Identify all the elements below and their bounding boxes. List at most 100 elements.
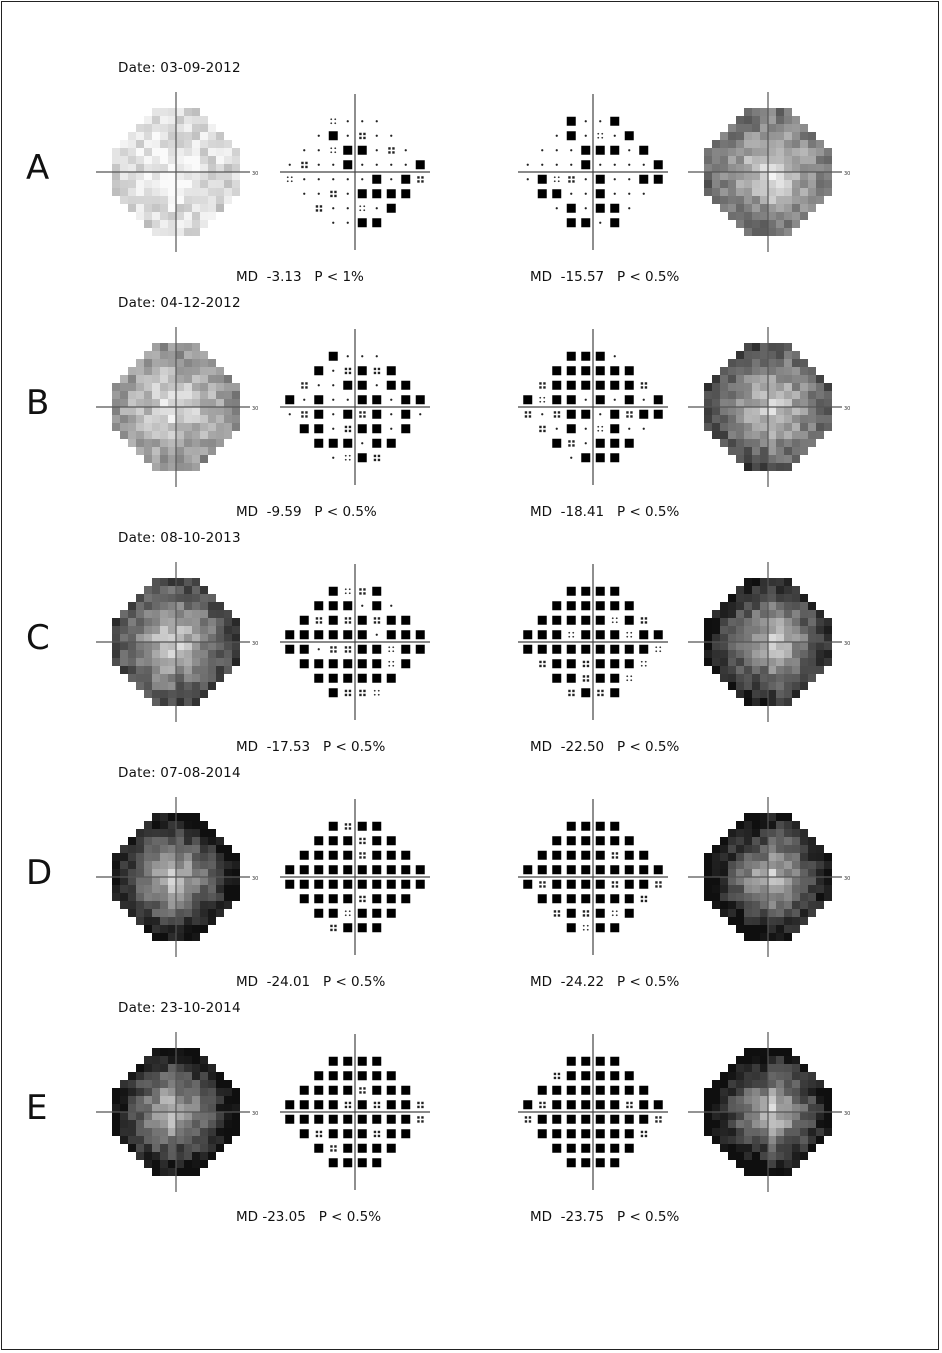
grayscale-cell [808, 893, 816, 901]
grayscale-cell [760, 610, 768, 618]
probability-square-symbol [595, 1056, 605, 1066]
grayscale-cell [136, 383, 144, 391]
grayscale-cell [760, 228, 768, 236]
grayscale-cell [768, 108, 776, 116]
grayscale-cell [784, 1072, 792, 1080]
grayscale-cell [768, 383, 776, 391]
grayscale-cell [728, 132, 736, 140]
grayscale-cell [712, 188, 720, 196]
grayscale-cell [744, 634, 752, 642]
probability-square-symbol [552, 1129, 562, 1139]
grayscale-cell [720, 399, 728, 407]
grayscale-cell [208, 674, 216, 682]
probability-square-symbol [624, 131, 634, 141]
probability-square-symbol [566, 203, 576, 213]
probability-dot-symbol [303, 149, 306, 152]
grayscale-cell [192, 885, 200, 893]
probability-square-symbol [624, 380, 634, 390]
probability-square-symbol [372, 879, 382, 889]
probability-square-symbol [610, 586, 620, 596]
grayscale-cell [736, 188, 744, 196]
probability-checker-symbol [344, 367, 352, 375]
grayscale-cell [712, 901, 720, 909]
probability-dots-symbol [388, 646, 395, 653]
probability-square-symbol [386, 1100, 396, 1110]
grayscale-cell [736, 132, 744, 140]
grayscale-cell [216, 1104, 224, 1112]
grayscale-cell [816, 140, 824, 148]
grayscale-cell [736, 626, 744, 634]
grayscale-cell [768, 666, 776, 674]
grayscale-cell [232, 853, 240, 861]
grayscale-cell [232, 164, 240, 172]
probability-square-symbol [314, 366, 324, 376]
grayscale-cell [712, 1096, 720, 1104]
grayscale-cell [216, 367, 224, 375]
grayscale-cell [184, 925, 192, 933]
grayscale-cell [224, 156, 232, 164]
grayscale-cell [160, 909, 168, 917]
probability-square-symbol [328, 1129, 338, 1139]
probability-square-symbol [372, 659, 382, 669]
grayscale-cell [816, 383, 824, 391]
grayscale-cell [776, 391, 784, 399]
probability-square-symbol [343, 1143, 353, 1153]
grayscale-cell [184, 1168, 192, 1176]
grayscale-cell [792, 586, 800, 594]
grayscale-cell [136, 829, 144, 837]
grayscale-cell [768, 1120, 776, 1128]
grayscale-cell [160, 821, 168, 829]
grayscale-cell [760, 658, 768, 666]
probability-checker-symbol [359, 132, 366, 140]
grayscale-cell [744, 909, 752, 917]
grayscale-cell [704, 407, 712, 415]
grayscale-cell [800, 196, 808, 204]
grayscale-cell [768, 455, 776, 463]
probability-square-symbol [595, 1100, 605, 1110]
grayscale-cell [768, 1152, 776, 1160]
grayscale-cell [752, 853, 760, 861]
probability-square-symbol [552, 879, 562, 889]
grayscale-cell [192, 1056, 200, 1064]
grayscale-cell [752, 431, 760, 439]
grayscale-cell [752, 1120, 760, 1128]
grayscale-cell [136, 124, 144, 132]
probability-dot-symbol [317, 384, 320, 387]
grayscale-cell [784, 1144, 792, 1152]
grayscale-cell [192, 439, 200, 447]
grayscale-cell [808, 634, 816, 642]
grayscale-cell [192, 228, 200, 236]
probability-square-symbol [357, 673, 367, 683]
probability-square-symbol [328, 630, 338, 640]
grayscale-cell [768, 877, 776, 885]
grayscale-cell [800, 391, 808, 399]
grayscale-cell [160, 1064, 168, 1072]
grayscale-cell [176, 845, 184, 853]
grayscale-cell [192, 893, 200, 901]
grayscale-cell [752, 586, 760, 594]
grayscale-cell [120, 156, 128, 164]
grayscale-cell [752, 909, 760, 917]
grayscale-cell [800, 1112, 808, 1120]
probability-dot-symbol [390, 413, 393, 416]
probability-dot-symbol [346, 207, 349, 210]
grayscale-cell [776, 212, 784, 220]
grayscale-cell [792, 423, 800, 431]
grayscale-cell [800, 869, 808, 877]
grayscale-cell [144, 1072, 152, 1080]
probability-dot-symbol [526, 163, 529, 166]
grayscale-cell [152, 140, 160, 148]
probability-square-symbol [372, 189, 382, 199]
grayscale-cell [760, 578, 768, 586]
grayscale-cell [168, 1072, 176, 1080]
grayscale-cell [152, 626, 160, 634]
grayscale-cell [208, 642, 216, 650]
grayscale-cell [200, 1128, 208, 1136]
grayscale-cell [152, 845, 160, 853]
grayscale-cell [128, 885, 136, 893]
grayscale-cell [168, 1144, 176, 1152]
grayscale-cell [784, 578, 792, 586]
probability-square-symbol [595, 203, 605, 213]
grayscale-cell [744, 1056, 752, 1064]
grayscale-cell [720, 877, 728, 885]
